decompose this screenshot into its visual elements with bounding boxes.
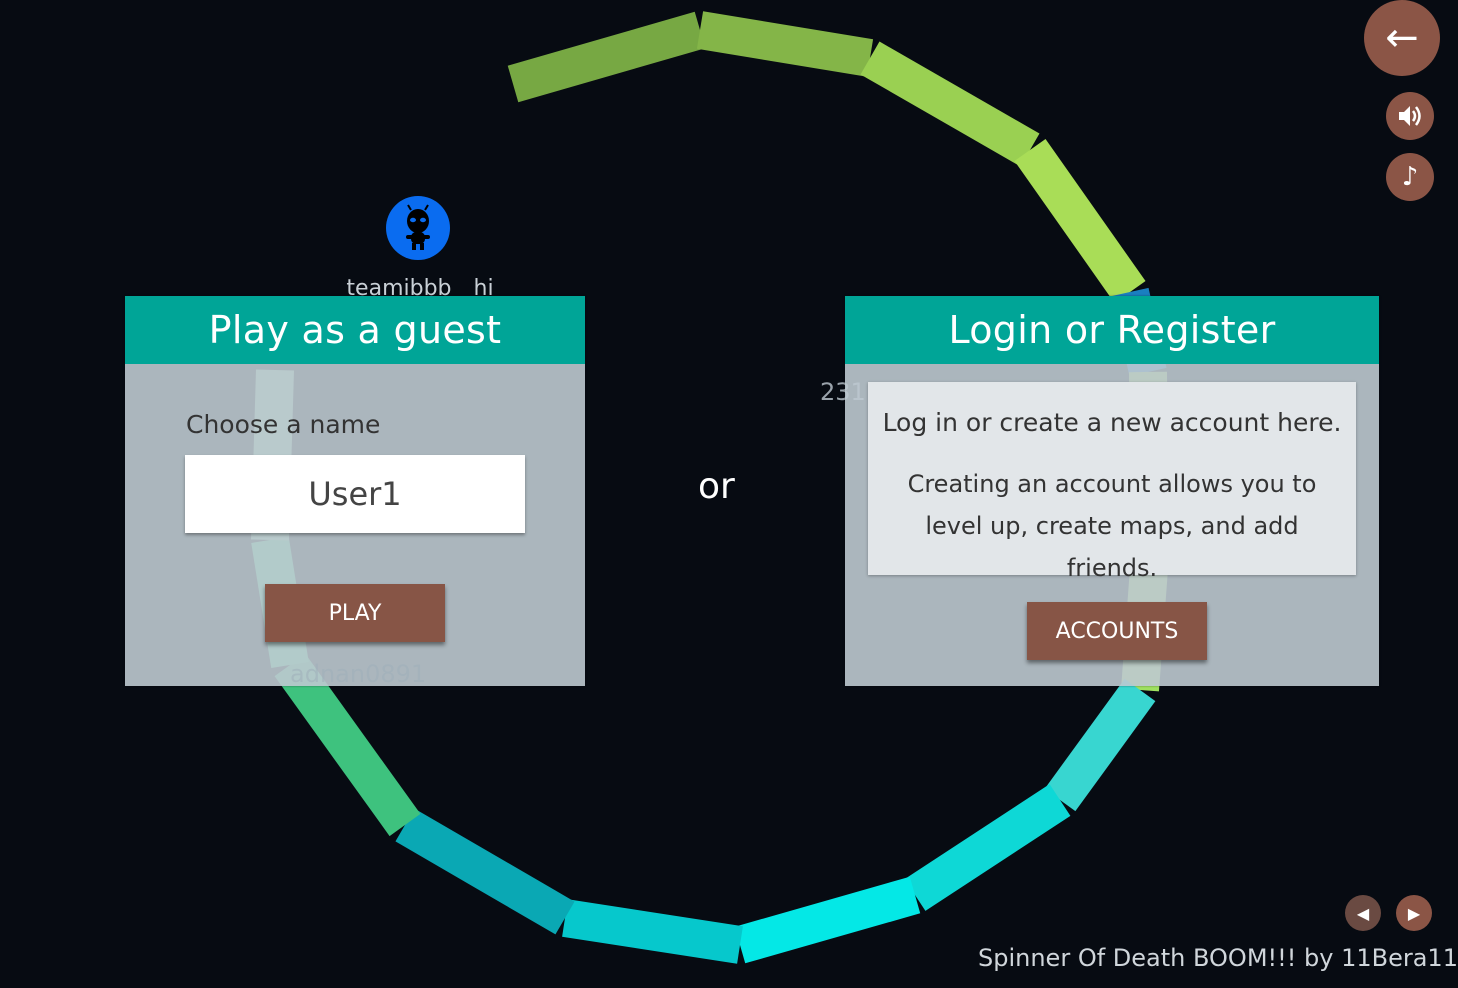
spinner-segment	[904, 784, 1071, 911]
previous-map-button[interactable]: ◀	[1345, 895, 1381, 931]
music-note-icon: ♪	[1401, 162, 1419, 192]
spinner-segment	[507, 11, 706, 103]
choose-name-label: Choose a name	[186, 410, 381, 439]
or-divider: or	[698, 466, 735, 507]
spinner-segment	[274, 653, 421, 837]
faded-player-name: adnan0891	[290, 660, 427, 688]
login-panel-title: Login or Register	[845, 296, 1379, 364]
spinner-segment	[696, 11, 874, 77]
account-info-intro: Log in or create a new account here.	[882, 408, 1342, 437]
spinner-segment	[734, 876, 921, 964]
music-toggle-button[interactable]: ♪	[1386, 153, 1434, 201]
alien-icon	[406, 204, 430, 250]
back-button[interactable]: ←	[1364, 0, 1440, 76]
chevron-right-icon: ▶	[1407, 903, 1421, 923]
map-credit: Spinner Of Death BOOM!!! by 11Bera11	[978, 944, 1458, 972]
account-info-benefits: Creating an account allows you to level …	[907, 470, 1317, 582]
account-info-box: Log in or create a new account here. Cre…	[868, 382, 1356, 582]
accounts-button[interactable]: ACCOUNTS	[1027, 602, 1207, 660]
chevron-left-icon: ◀	[1356, 903, 1370, 923]
spinner-segment	[860, 41, 1040, 167]
guest-panel: Play as a guest Choose a name PLAY	[125, 296, 585, 686]
spinner-segment	[1014, 139, 1146, 303]
guest-name-input[interactable]	[185, 455, 525, 533]
login-panel: Login or Register Log in or create a new…	[845, 296, 1379, 686]
back-arrow-icon: ←	[1385, 15, 1419, 61]
next-map-button[interactable]: ▶	[1396, 895, 1432, 931]
player-avatar	[386, 196, 450, 260]
spinner-segment	[562, 899, 743, 964]
spinner-segment	[395, 808, 575, 935]
spinner-segment	[1044, 678, 1156, 812]
speaker-icon	[1399, 106, 1421, 126]
play-button[interactable]: PLAY	[265, 584, 445, 642]
guest-panel-title: Play as a guest	[125, 296, 585, 364]
sound-toggle-button[interactable]	[1386, 92, 1434, 140]
